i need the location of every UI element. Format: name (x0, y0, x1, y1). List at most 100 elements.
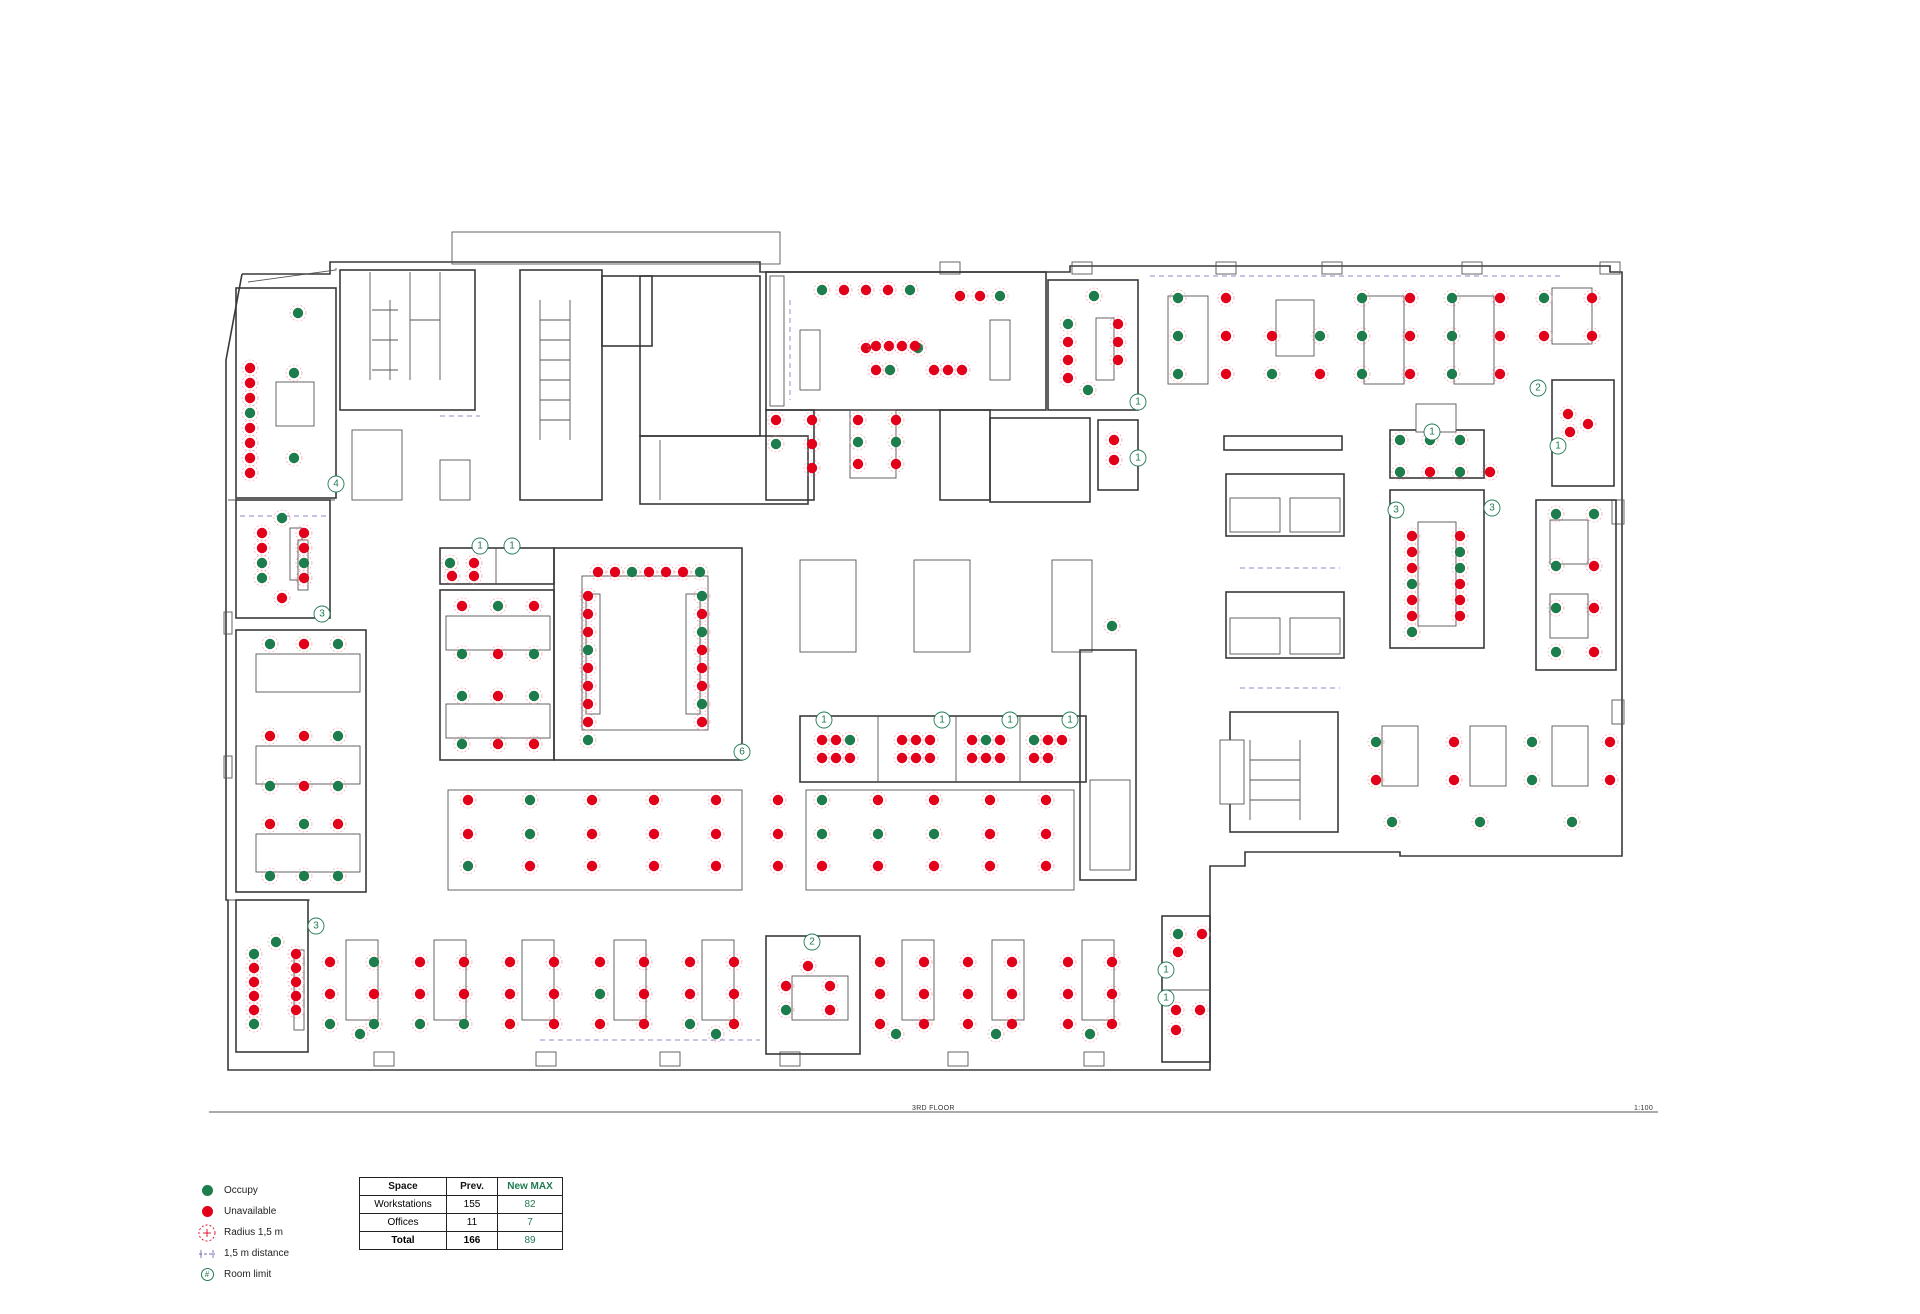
columns (223, 261, 1625, 1067)
seat-unavailable (696, 662, 708, 674)
seat-radius-ring (1039, 749, 1057, 767)
seat-occupy (1550, 602, 1562, 614)
seat-radius-ring (295, 569, 313, 587)
seat-unavailable (248, 976, 260, 988)
room-limit-ring (1387, 501, 1405, 519)
seat-occupy (780, 1004, 792, 1016)
seat-radius-ring (693, 659, 711, 677)
seat-radius-ring (287, 973, 305, 991)
seat-radius-ring (1471, 813, 1489, 831)
seat-radius-ring (579, 731, 597, 749)
seat-unavailable (1056, 734, 1068, 746)
seat-radius-ring (287, 945, 305, 963)
seat-radius-ring (1353, 289, 1371, 307)
seat-occupy (332, 780, 344, 792)
room-limit-badge: 1 (1129, 393, 1147, 411)
seat-occupy (492, 600, 504, 612)
seat-radius-ring (1535, 327, 1553, 345)
seat-unavailable (1062, 372, 1074, 384)
seat-radius-ring (623, 563, 641, 581)
room-limit-number: 2 (1535, 383, 1541, 394)
seat-radius-ring (849, 411, 867, 429)
seat-radius-ring (1491, 289, 1509, 307)
seat-radius-ring (1445, 771, 1463, 789)
seat-unavailable (1604, 736, 1616, 748)
seat-unavailable (298, 780, 310, 792)
seat-unavailable (772, 828, 784, 840)
seat-unavailable (1538, 330, 1550, 342)
seat-unavailable (582, 680, 594, 692)
seat-occupy (1406, 626, 1418, 638)
seat-radius-ring (645, 857, 663, 875)
seat-unavailable (874, 956, 886, 968)
seat-unavailable (1042, 734, 1054, 746)
seat-occupy (354, 1028, 366, 1040)
seat-radius-ring (501, 985, 519, 1003)
seat-radius-ring (887, 411, 905, 429)
legend-item-occupy: Occupy (197, 1180, 289, 1201)
room-limit-number: 3 (1489, 503, 1495, 514)
seat-unavailable (984, 828, 996, 840)
seat-unavailable (290, 962, 302, 974)
seat-radius-ring (640, 563, 658, 581)
seat-radius-ring (545, 1015, 563, 1033)
seat-radius-ring (1353, 327, 1371, 345)
room-limit-number: 1 (1163, 965, 1169, 976)
seat-occupy (456, 738, 468, 750)
seat-occupy (264, 638, 276, 650)
seat-unavailable (582, 662, 594, 674)
seat-radius-ring (583, 857, 601, 875)
seat-radius-ring (1585, 599, 1603, 617)
seat-radius-ring (489, 735, 507, 753)
scale-label: 1:100 (1634, 1105, 1653, 1112)
seat-radius-ring (295, 727, 313, 745)
room-limit-number: 6 (739, 747, 745, 758)
seat-radius-ring (241, 389, 259, 407)
seat-unavailable (824, 980, 836, 992)
seat-unavailable (582, 590, 594, 602)
seat-radius-ring (453, 735, 471, 753)
seat-unavailable (1406, 610, 1418, 622)
seat-unavailable (244, 377, 256, 389)
seat-unavailable (924, 734, 936, 746)
seat-unavailable (586, 794, 598, 806)
seat-radius-ring (525, 687, 543, 705)
seat-unavailable (1562, 408, 1574, 420)
seat-occupy (1172, 330, 1184, 342)
seat-occupy (1172, 292, 1184, 304)
seat-radius-ring (1105, 451, 1123, 469)
seat-radius-ring (295, 554, 313, 572)
green-dot-icon (201, 1185, 213, 1196)
seat-radius-ring (635, 953, 653, 971)
seat-unavailable (918, 1018, 930, 1030)
seat-unavailable (594, 956, 606, 968)
room-limit-badge: 3 (307, 917, 325, 935)
legend-label: Room limit (224, 1269, 272, 1280)
seat-unavailable (870, 340, 882, 352)
room-limit-badge: 1 (1549, 437, 1567, 455)
header-space: Space (359, 1177, 447, 1196)
seat-occupy (524, 828, 536, 840)
room-limit-badge: 1 (815, 711, 833, 729)
seat-markers (241, 281, 1619, 1043)
seat-radius-ring (921, 749, 939, 767)
seat-radius-ring (769, 825, 787, 843)
seat-radius-ring (1585, 643, 1603, 661)
seat-radius-ring (489, 687, 507, 705)
seat-radius-ring (693, 641, 711, 659)
seat-unavailable (830, 752, 842, 764)
room-limit-number: 1 (821, 715, 827, 726)
seat-radius-ring (1523, 733, 1541, 751)
seat-unavailable (1006, 1018, 1018, 1030)
seat-radius-ring (1401, 327, 1419, 345)
seat-unavailable (910, 752, 922, 764)
seat-radius-ring (953, 361, 971, 379)
seat-unavailable (548, 988, 560, 1000)
seat-radius-ring (321, 953, 339, 971)
seat-radius-ring (295, 539, 313, 557)
seat-radius-ring (1169, 289, 1187, 307)
seat-occupy (332, 870, 344, 882)
seat-unavailable (492, 690, 504, 702)
room-limit-number: 1 (939, 715, 945, 726)
